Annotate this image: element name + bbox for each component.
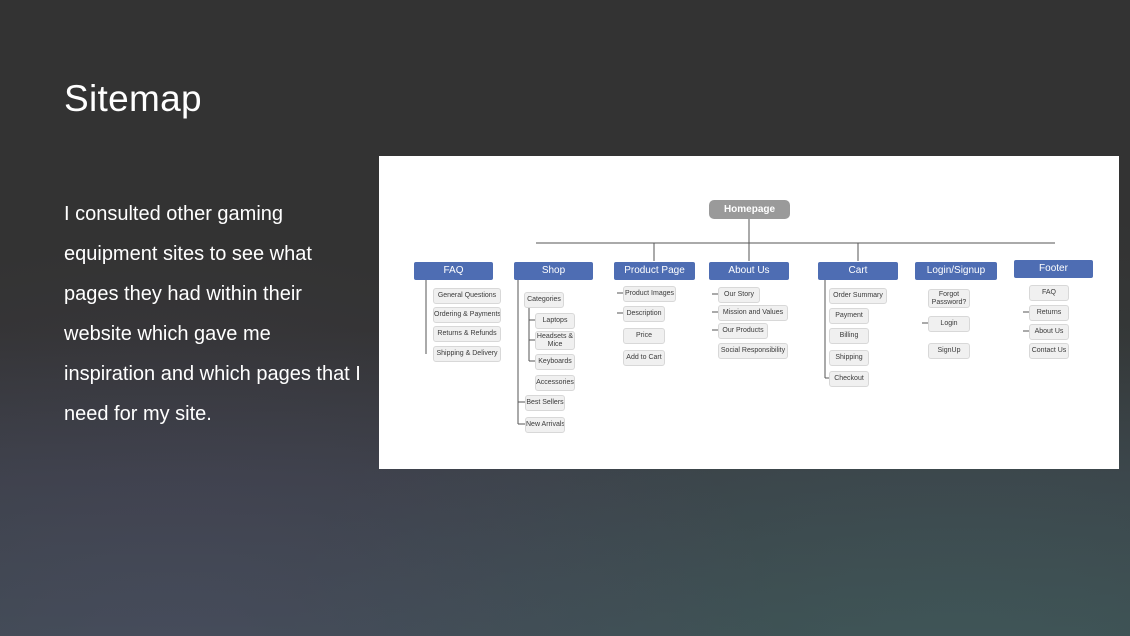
section-header-login-signup: Login/Signup bbox=[915, 262, 997, 280]
section-header-product-page: Product Page bbox=[614, 262, 695, 280]
sitemap-page: New Arrivals bbox=[525, 417, 565, 433]
section-header-faq: FAQ bbox=[414, 262, 493, 280]
sitemap-page: Social Responsibility bbox=[718, 343, 788, 359]
sitemap-page: Our Products bbox=[718, 323, 768, 339]
sitemap-page: Order Summary bbox=[829, 288, 887, 304]
sitemap-page: Our Story bbox=[718, 287, 760, 303]
sitemap-page: Accessories bbox=[535, 375, 575, 391]
sitemap-page: Login bbox=[928, 316, 970, 332]
sitemap-root-homepage: Homepage bbox=[709, 200, 790, 219]
sitemap-page: Price bbox=[623, 328, 665, 344]
sitemap-page: Returns bbox=[1029, 305, 1069, 321]
sitemap-page: Payment bbox=[829, 308, 869, 324]
sitemap-page: Shipping & Delivery bbox=[433, 346, 501, 362]
sitemap-connectors bbox=[425, 219, 1055, 425]
sitemap-page: About Us bbox=[1029, 324, 1069, 340]
sitemap-page: Contact Us bbox=[1029, 343, 1069, 359]
sitemap-page: Add to Cart bbox=[623, 350, 665, 366]
sitemap-page: Shipping bbox=[829, 350, 869, 366]
slide-title: Sitemap bbox=[64, 78, 202, 119]
sitemap-page: Returns & Refunds bbox=[433, 326, 501, 342]
sitemap-page: FAQ bbox=[1029, 285, 1069, 301]
section-header-shop: Shop bbox=[514, 262, 593, 280]
sitemap-page: Headsets & Mice bbox=[535, 331, 575, 350]
sitemap-diagram: Homepage FAQ Shop Product Page About Us … bbox=[379, 156, 1119, 469]
sitemap-page: Product Images bbox=[623, 286, 676, 302]
sitemap-page: Forgot Password? bbox=[928, 289, 970, 308]
sitemap-page: SignUp bbox=[928, 343, 970, 359]
sitemap-page: Keyboards bbox=[535, 354, 575, 370]
section-header-about-us: About Us bbox=[709, 262, 789, 280]
sitemap-page: Description bbox=[623, 306, 665, 322]
sitemap-page: General Questions bbox=[433, 288, 501, 304]
section-header-cart: Cart bbox=[818, 262, 898, 280]
sitemap-page: Checkout bbox=[829, 371, 869, 387]
sitemap-page: Categories bbox=[524, 292, 564, 308]
sitemap-page: Ordering & Payments bbox=[433, 307, 501, 323]
slide-body-text: I consulted other gaming equipment sites… bbox=[64, 203, 361, 425]
sitemap-page: Billing bbox=[829, 328, 869, 344]
sitemap-page: Laptops bbox=[535, 313, 575, 329]
sitemap-page: Best Sellers bbox=[525, 395, 565, 411]
section-header-footer: Footer bbox=[1014, 260, 1093, 278]
sitemap-page: Mission and Values bbox=[718, 305, 788, 321]
